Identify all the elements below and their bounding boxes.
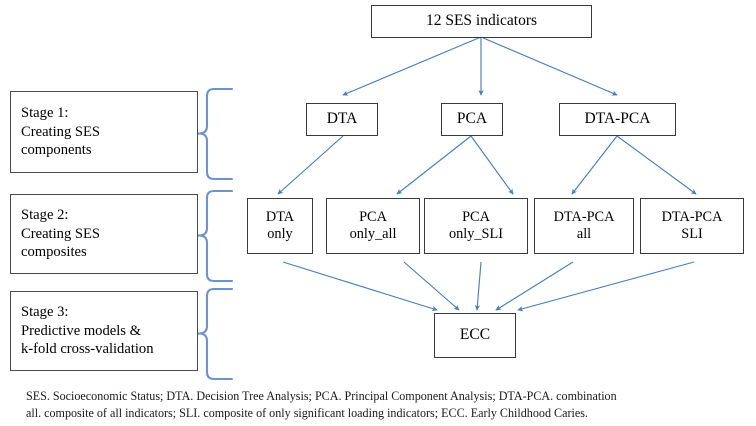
node-pca[interactable]: PCA xyxy=(441,103,503,136)
brace-stage-3 xyxy=(196,287,234,381)
node-dta-pca-all[interactable]: DTA-PCA all xyxy=(534,198,634,254)
edge-pca-to-pca-only-all xyxy=(396,135,472,195)
edge-dta-to-dta-only xyxy=(277,135,344,195)
edge-dta-only-to-ecc xyxy=(282,261,438,312)
edge-dtapca-to-dtapca-sli xyxy=(616,135,697,195)
brace-stage-2 xyxy=(196,189,234,283)
node-ecc[interactable]: ECC xyxy=(434,313,516,358)
edge-dtapca-sli-to-ecc xyxy=(517,261,695,312)
edge-indicators-to-dta xyxy=(342,36,482,96)
edge-indicators-to-dtapca xyxy=(480,36,618,96)
node-dta-pca-sli[interactable]: DTA-PCA SLI xyxy=(640,198,744,254)
edge-pca-only-sli-to-ecc xyxy=(474,261,482,311)
edge-pca-only-all-to-ecc xyxy=(403,261,460,311)
node-12-ses-indicators[interactable]: 12 SES indicators xyxy=(371,5,592,38)
brace-stage-1 xyxy=(196,87,234,181)
stage-box-stage-2[interactable]: Stage 2: Creating SES composites xyxy=(10,194,198,274)
edge-dtapca-all-to-ecc xyxy=(495,261,574,311)
edge-pca-to-pca-only-sli xyxy=(470,135,514,195)
node-pca-only-all[interactable]: PCA only_all xyxy=(326,198,420,254)
node-dta[interactable]: DTA xyxy=(306,103,378,136)
stage-box-stage-1[interactable]: Stage 1: Creating SES components xyxy=(10,91,198,173)
node-pca-only-sli[interactable]: PCA only_SLI xyxy=(424,198,528,254)
node-dta-only[interactable]: DTA only xyxy=(247,198,313,254)
edge-dtapca-to-dtapca-all xyxy=(571,135,618,195)
footnote-abbreviations: SES. Socioeconomic Status; DTA. Decision… xyxy=(26,389,617,421)
stage-box-stage-3[interactable]: Stage 3: Predictive models & k-fold cros… xyxy=(10,291,198,371)
node-dta-pca[interactable]: DTA-PCA xyxy=(559,103,676,136)
